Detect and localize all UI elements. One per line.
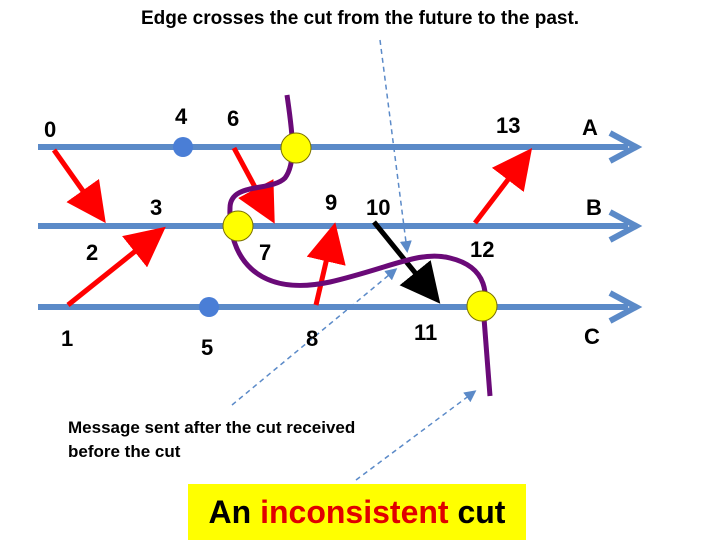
message-note: Message sent after the cut received befo… [68, 418, 356, 461]
process-label-c: C [584, 324, 600, 349]
pointer-banner [355, 390, 477, 481]
message-1-to-3 [66, 226, 166, 307]
event-label-12: 12 [470, 237, 495, 262]
event-label-10: 10 [366, 195, 391, 220]
event-label-8: 8 [306, 326, 319, 351]
event-label-3: 3 [150, 195, 163, 220]
event-label-11: 11 [414, 320, 438, 345]
inconsistent-cut-banner: An inconsistent cut [188, 484, 526, 540]
event-4-dot [173, 137, 193, 157]
event-label-13: 13 [496, 113, 521, 138]
event-label-0: 0 [44, 117, 57, 142]
cut-point-b [222, 210, 254, 242]
cut-point-a [280, 132, 312, 164]
event-label-9: 9 [325, 190, 338, 215]
event-label-1: 1 [61, 326, 74, 351]
message-0-to-2 [51, 148, 106, 224]
diagram-title: Edge crosses the cut from the future to … [140, 8, 580, 29]
message-12-to-13 [473, 148, 533, 225]
message-8-to-9 [306, 222, 346, 306]
event-label-7: 7 [259, 240, 272, 265]
timeline-c [38, 290, 643, 324]
timeline-a [38, 130, 643, 164]
banner-highlight: inconsistent [260, 493, 449, 530]
timeline-b [38, 209, 643, 243]
message-6-to-7 [231, 146, 275, 224]
process-label-b: B [586, 195, 602, 220]
event-5-dot [199, 297, 219, 317]
event-label-4: 4 [175, 104, 188, 129]
event-label-2: 2 [86, 240, 99, 265]
event-label-5: 5 [201, 335, 214, 360]
event-label-6: 6 [227, 106, 240, 131]
banner-suffix: cut [457, 493, 506, 530]
banner-prefix: An [208, 493, 252, 530]
cut-point-c [466, 290, 498, 322]
process-label-a: A [582, 115, 598, 140]
